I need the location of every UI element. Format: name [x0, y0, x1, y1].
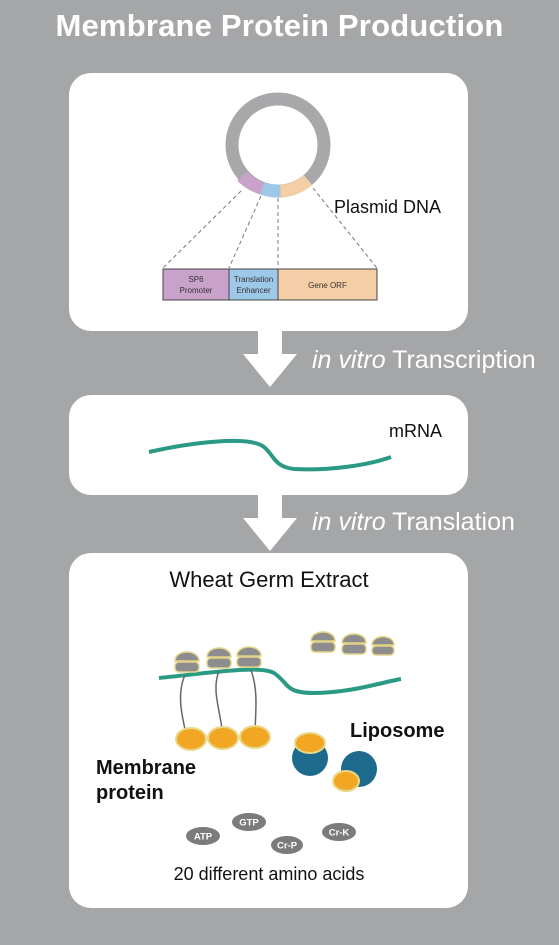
protein-label-line1: Membrane: [96, 757, 196, 779]
membrane-protein-icon: [175, 727, 207, 751]
cr-p-label: Cr-P: [277, 841, 298, 852]
mrna-diagram: mRNA: [148, 421, 442, 472]
mrna-card: mRNA: [69, 395, 468, 495]
amino-acids-label: 20 different amino acids: [174, 864, 365, 884]
gtp-label: GTP: [239, 818, 259, 829]
plasmid-arc-promoter: [237, 171, 265, 195]
segment-enhancer: [228, 268, 279, 301]
membrane-protein-icon: [207, 726, 239, 750]
atp-molecule-icon: [186, 827, 220, 845]
segment-enhancer-line2: Enhancer: [236, 286, 271, 295]
ribosome-icon: [371, 636, 395, 656]
plasmid-diagram: SP6 Promoter Translation Enhancer Gene O…: [162, 92, 441, 301]
plasmid-label: Plasmid DNA: [334, 197, 441, 217]
connector-line: [162, 190, 242, 269]
ribosome-icon: [236, 646, 262, 668]
transcription-text: Transcription: [385, 346, 536, 374]
extract-card: Wheat Germ Extract: [69, 553, 468, 908]
protein-label-line2: protein: [96, 782, 164, 804]
translation-text: Translation: [385, 508, 515, 536]
membrane-protein-icon: [239, 725, 271, 749]
transcription-step-label: in vitro Transcription: [312, 346, 536, 375]
extract-diagram: Wheat Germ Extract: [96, 567, 444, 884]
translation-italic: in vitro: [312, 508, 386, 536]
segment-enhancer-line1: Translation: [234, 275, 273, 284]
plasmid-arc-enhancer: [259, 182, 281, 198]
page-title: Membrane Protein Production: [55, 8, 504, 43]
plasmid-card: SP6 Promoter Translation Enhancer Gene O…: [69, 73, 468, 331]
transcription-italic: in vitro: [312, 346, 386, 374]
ribosome-icon: [174, 651, 200, 673]
membrane-protein-icon: [332, 770, 360, 792]
translation-step-label: in vitro Translation: [312, 508, 515, 537]
mrna-strand: [158, 667, 402, 696]
down-arrow-icon: [243, 330, 297, 387]
cr-k-molecule-icon: [322, 823, 356, 841]
connector-line: [228, 195, 262, 269]
ribosome-icon: [206, 647, 232, 669]
connector-line: [312, 187, 378, 269]
mrna-strand: [148, 438, 392, 472]
liposome-label: Liposome: [350, 720, 444, 742]
segment-orf: [277, 268, 378, 301]
cr-p-molecule-icon: [271, 836, 303, 854]
extract-title: Wheat Germ Extract: [169, 567, 368, 592]
segment-promoter-line2: Promoter: [180, 286, 213, 295]
atp-label: ATP: [194, 832, 213, 843]
plasmid-arc-orf: [279, 174, 313, 198]
membrane-protein-icon: [294, 732, 326, 754]
down-arrow-icon: [243, 494, 297, 551]
mrna-label: mRNA: [389, 421, 442, 441]
cr-k-label: Cr-K: [329, 828, 350, 839]
segment-orf-label: Gene ORF: [308, 281, 347, 290]
gtp-molecule-icon: [232, 813, 266, 831]
ribosome-icon: [341, 633, 367, 655]
segment-promoter-line1: SP6: [188, 275, 204, 284]
ribosome-icon: [310, 631, 336, 653]
segment-promoter: [162, 268, 230, 301]
